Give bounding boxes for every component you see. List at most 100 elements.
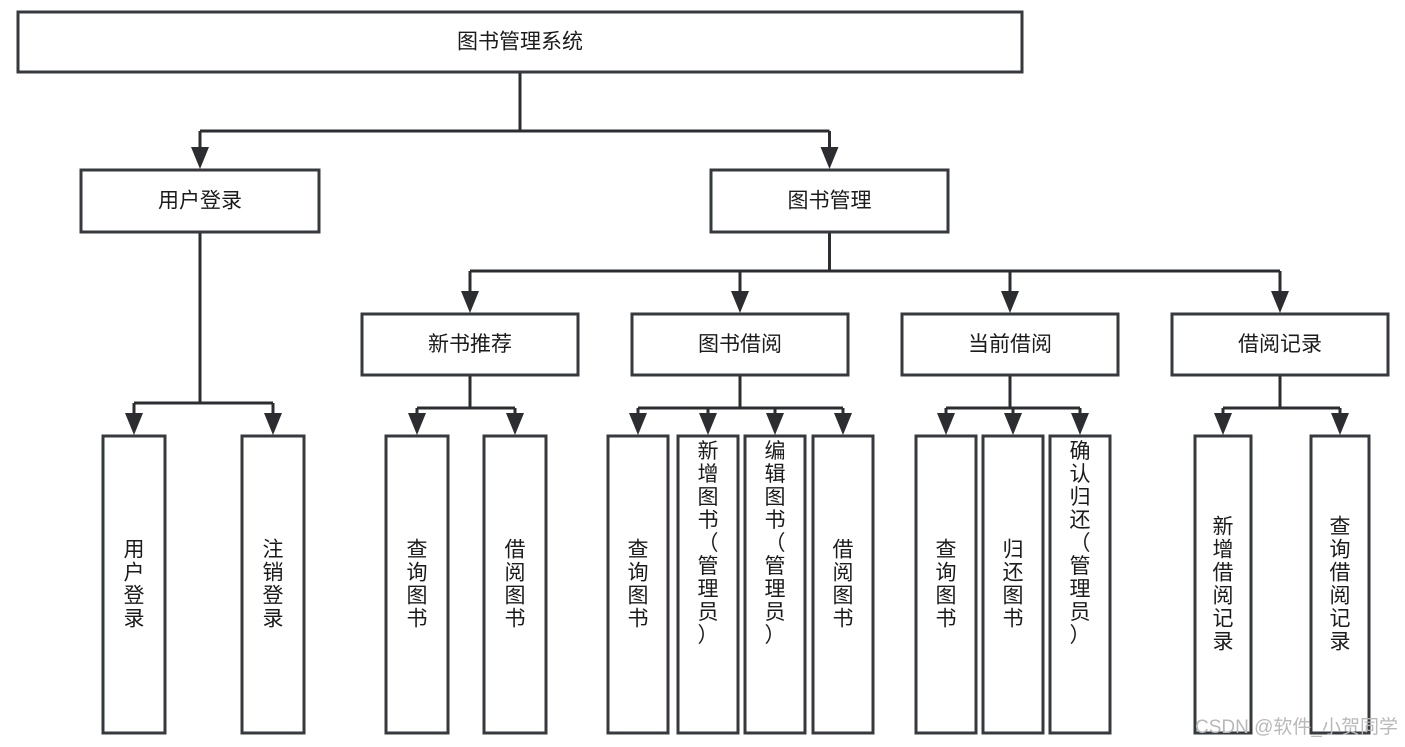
node-book-borrow-box[interactable] [630,312,850,377]
node-leaf-edit-book-box[interactable] [743,434,807,735]
node-leaf-borrow-book-label-char: 书 [833,608,854,631]
node-leaf-query-record-box[interactable] [1309,434,1371,735]
node-leaf-query-book-new-label-char: 书 [407,608,428,631]
connector-layer [125,72,1349,435]
node-book-manage-box[interactable] [709,168,950,234]
node-leaf-borrow-book-new-label-char: 借 [505,539,526,562]
node-leaf-query-record-label-char: 借 [1330,562,1351,585]
node-leaf-query-book-current-label-char: 查 [936,539,957,562]
node-leaf-add-book-box[interactable] [676,434,740,735]
node-leaf-add-book-label-char: ） [698,624,719,647]
node-user-login[interactable]: 用户登录 [79,168,321,234]
node-leaf-edit-book-label-char: （ [765,532,786,555]
node-root-box[interactable] [16,10,1024,74]
node-leaf-confirm-return-label-char: 员 [1070,601,1091,624]
node-leaf-add-record-label-char: 借 [1213,562,1234,585]
arrow-head-icon [766,413,784,435]
node-leaf-query-book-borrow-box[interactable] [606,434,670,735]
node-leaf-edit-book-label-char: 员 [765,601,786,624]
node-leaf-query-book-current-box[interactable] [914,434,978,735]
node-leaf-query-book-current-label-char: 询 [936,562,957,585]
node-leaf-add-book-label-char: 书 [698,509,719,532]
node-leaf-borrow-book-new-box[interactable] [482,434,548,735]
arrow-head-icon [264,413,282,435]
node-leaf-add-record-label-char: 录 [1213,631,1234,654]
node-book-manage[interactable]: 图书管理 [709,168,950,234]
node-root[interactable]: 图书管理系统 [16,10,1024,74]
node-leaf-query-book-current-label-char: 图 [936,585,957,608]
node-leaf-add-book-label-char: 员 [698,601,719,624]
node-leaf-edit-book-label-char: ） [765,624,786,647]
node-leaf-add-book-label-char: 管 [698,555,719,578]
arrow-head-icon [1214,413,1232,435]
arrow-head-icon [408,413,426,435]
node-leaf-user-login-label-char: 录 [124,608,145,631]
node-current-borrow[interactable]: 当前借阅 [900,312,1120,377]
node-leaf-user-login[interactable]: 用户登录 [101,434,167,735]
node-user-login-box[interactable] [79,168,321,234]
node-leaf-return-book-label-char: 图 [1003,585,1024,608]
node-leaf-borrow-book-box[interactable] [811,434,875,735]
node-leaf-user-logout-box[interactable] [240,434,306,735]
node-leaf-edit-book-label-char: 书 [765,509,786,532]
node-new-book-recommend-label: 新书推荐 [428,333,512,356]
node-borrow-record-label: 借阅记录 [1238,333,1322,356]
node-leaf-add-book-label-char: 图 [698,486,719,509]
node-leaf-borrow-book-new-label-char: 图 [505,585,526,608]
node-book-manage-label: 图书管理 [788,190,872,213]
node-new-book-recommend[interactable]: 新书推荐 [360,312,580,377]
node-leaf-borrow-book-new-label-char: 阅 [505,562,526,585]
node-new-book-recommend-box[interactable] [360,312,580,377]
node-leaf-add-record-box[interactable] [1193,434,1253,735]
node-leaf-add-book-label-char: 新 [698,440,719,463]
arrow-head-icon [937,413,955,435]
node-leaf-confirm-return-label-char: 理 [1070,578,1091,601]
node-leaf-user-login-label-char: 用 [124,539,145,562]
node-leaf-user-login-label-char: 登 [124,585,145,608]
csdn-watermark: CSDN @软件_小贺同学 [1195,716,1398,738]
node-leaf-edit-book-label-char: 管 [765,555,786,578]
arrow-head-icon [629,413,647,435]
arrow-head-icon [1331,413,1349,435]
node-borrow-record-box[interactable] [1170,312,1390,377]
node-leaf-add-record-label-char: 记 [1213,608,1234,631]
node-leaf-confirm-return-label-char: ） [1070,624,1091,647]
arrow-head-icon [1271,291,1289,313]
node-current-borrow-box[interactable] [900,312,1120,377]
node-leaf-add-record-label-char: 新 [1213,516,1234,539]
node-book-borrow-label: 图书借阅 [698,333,782,356]
node-leaf-add-record-label-char: 阅 [1213,585,1234,608]
node-leaf-query-record-label-char: 查 [1330,516,1351,539]
node-leaf-edit-book-label-char: 图 [765,486,786,509]
node-borrow-record[interactable]: 借阅记录 [1170,312,1390,377]
node-leaf-user-login-box[interactable] [101,434,167,735]
node-leaf-confirm-return-label-char: 还 [1070,509,1091,532]
node-leaf-confirm-return-box[interactable] [1048,434,1112,735]
node-leaf-add-book-label-char: 理 [698,578,719,601]
arrow-head-icon [506,413,524,435]
node-leaf-query-record-label-char: 记 [1330,608,1351,631]
arrow-head-icon [699,413,717,435]
node-leaf-query-book-new-label-char: 询 [407,562,428,585]
node-leaf-return-book-box[interactable] [981,434,1045,735]
node-leaf-confirm-return-label-char: 管 [1070,555,1091,578]
node-leaf-query-book-new-box[interactable] [384,434,450,735]
node-current-borrow-label: 当前借阅 [968,333,1052,356]
node-root-label: 图书管理系统 [457,31,583,54]
node-leaf-query-book-borrow-label-char: 询 [628,562,649,585]
node-book-borrow[interactable]: 图书借阅 [630,312,850,377]
